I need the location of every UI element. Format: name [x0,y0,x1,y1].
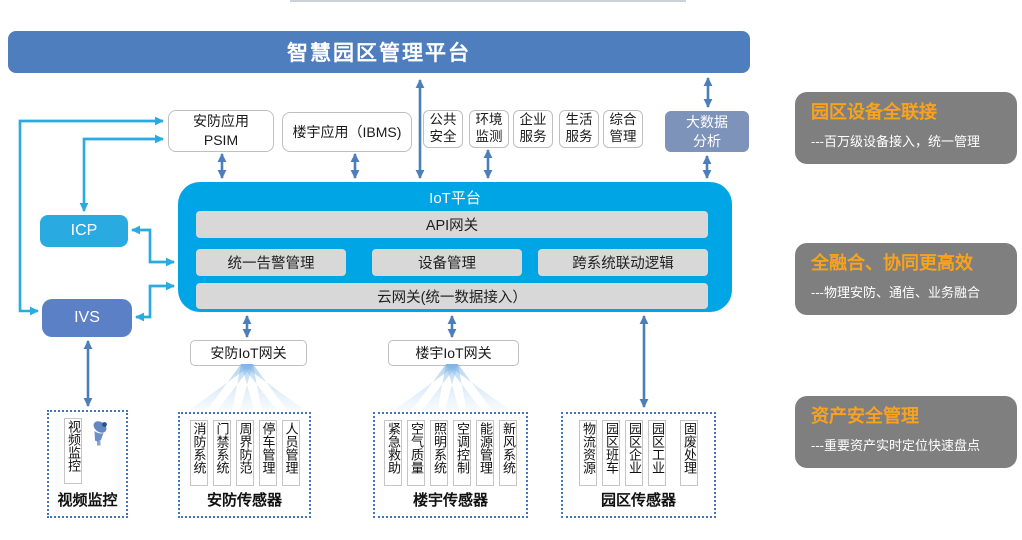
building-iot-gateway: 楼宇IoT网关 [388,340,519,366]
link-icp-psim [82,134,164,211]
benefit-title: 全融合、协同更高效 [811,253,973,273]
bigdata-analysis-box: 大数据 分析 [665,111,749,152]
sensor-item: 紧急救助 [384,420,402,486]
app-env-monitoring: 环境监测 [469,110,509,148]
building-sensors-group: 紧急救助 空气质量 照明系统 空调控制 能源管理 新风系统 楼宇传感器 [373,412,528,518]
sensor-item: 周界防范 [235,420,254,486]
psim-line2: PSIM [203,132,239,148]
sensor-item: 停车管理 [258,420,277,486]
link-ivs-iot [136,281,175,319]
sensor-item: 物流资源 [579,420,597,486]
sensor-item: 照明系统 [430,420,448,486]
building-gateway-light-fan [390,364,514,413]
benefit-panel-asset-safety: 资产安全管理 ---重要资产实时定位快速盘点 [795,396,1017,468]
app-enterprise-service: 企业服务 [513,110,553,148]
cloud-gateway-bar: 云网关(统一数据接入） [196,283,708,309]
link-iot-ivs [135,284,174,322]
app-comprehensive-mgmt: 综合管理 [603,110,643,148]
sensor-item: 园区工业 [648,420,666,486]
security-sensors-group: 消防系统 门禁系统 周界防范 停车管理 人员管理 安防传感器 [178,412,311,518]
benefit-panel-fusion: 全融合、协同更高效 ---物理安防、通信、业务融合 [795,243,1017,315]
benefit-desc: ---重要资产实时定位快速盘点 [811,437,980,453]
link-icp-iot [132,228,175,267]
iot-platform-title: IoT平台 [429,190,481,207]
video-surveillance-group: 视频监控 视频监控 [47,410,128,518]
video-surveillance-label: 视频监控 [57,492,118,509]
benefit-panel-device-connect: 园区设备全联接 ---百万级设备接入，统一管理 [795,92,1017,164]
psim-line1: 安防应用 [193,113,249,130]
platform-title: 智慧园区管理平台 [287,42,471,65]
video-surveillance-item: 视频监控 [64,418,82,484]
sensor-item: 固废处理 [680,420,698,486]
api-gateway-bar: API网关 [196,211,708,238]
icp-node: ICP [40,215,128,247]
ivs-node: IVS [42,299,132,337]
sensor-item: 园区班车 [602,420,620,486]
ibms-app-box: 楼宇应用（IBMS) [282,112,412,152]
app-public-safety: 公共安全 [423,110,463,148]
iot-platform: IoT平台 API网关 统一告警管理 设备管理 跨系统联动逻辑 云网关(统一数据… [178,182,732,312]
platform-banner: 智慧园区管理平台 [8,31,750,73]
park-sensors-group: 物流资源 园区班车 园区企业 园区工业 固废处理 园区传感器 [561,412,716,518]
ptz-camera-icon [93,421,107,446]
sensor-item: 门禁系统 [212,420,231,486]
app-life-service: 生活服务 [559,110,599,148]
building-sensors-label: 楼宇传感器 [412,492,488,509]
sensor-item: 空气质量 [407,420,425,486]
sensor-item: 能源管理 [476,420,494,486]
sensor-item: 人员管理 [281,420,300,486]
alarm-mgmt-module: 统一告警管理 [196,249,346,276]
benefit-desc: ---物理安防、通信、业务融合 [811,284,980,300]
device-mgmt-module: 设备管理 [372,249,522,276]
cross-system-linkage-module: 跨系统联动逻辑 [538,249,708,276]
benefit-desc: ---百万级设备接入，统一管理 [811,133,980,149]
link-iot-icp [131,225,174,264]
security-gateway-light-fan [185,364,309,413]
sensor-item: 空调控制 [453,420,471,486]
psim-app-box: 安防应用 PSIM [168,110,274,152]
park-sensors-label: 园区传感器 [600,492,676,509]
sensor-item: 新风系统 [499,420,517,486]
benefit-title: 资产安全管理 [811,406,919,426]
benefit-title: 园区设备全联接 [811,102,937,122]
link-psim-icp [79,137,163,212]
cropped-text-artifact [290,0,686,2]
security-sensors-label: 安防传感器 [206,492,282,509]
sensor-item: 园区企业 [625,420,643,486]
security-iot-gateway: 安防IoT网关 [190,340,307,366]
sensor-item: 消防系统 [189,420,208,486]
